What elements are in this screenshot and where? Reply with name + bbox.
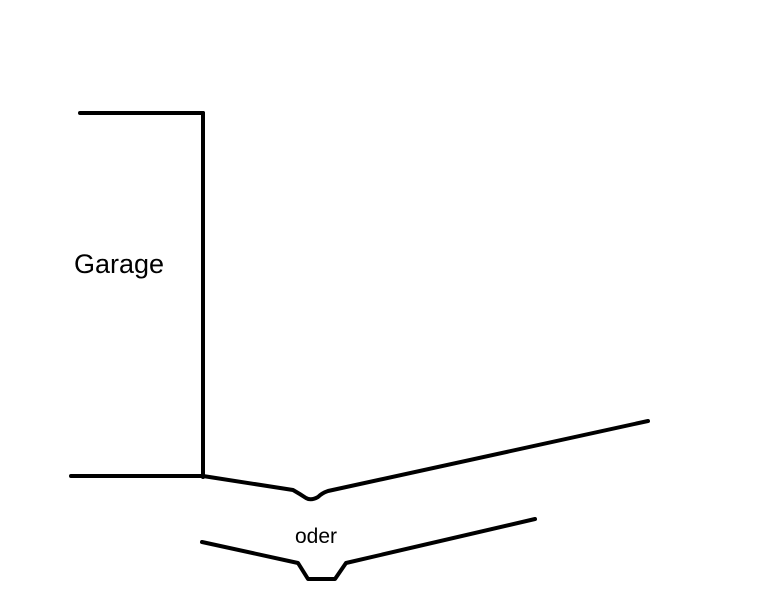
gutter-profile-option-1	[201, 419, 650, 502]
garage-label: Garage	[74, 249, 164, 279]
gutter-profile-option-2	[200, 517, 537, 581]
or-label: oder	[295, 525, 337, 548]
